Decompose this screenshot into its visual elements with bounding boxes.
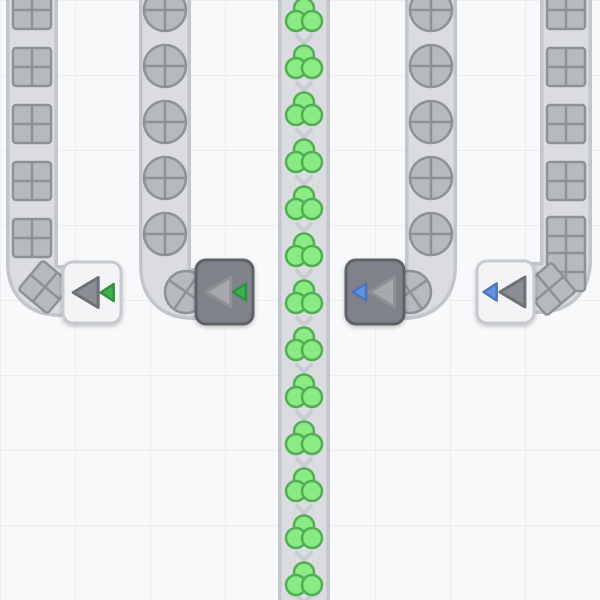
machine-2-dark-green[interactable] [194, 258, 255, 326]
item-gray-circle [142, 0, 188, 33]
belt-direction-chevron-icon [295, 551, 313, 562]
item-green-cluster [284, 44, 324, 80]
machine-1-light-green[interactable] [61, 260, 123, 325]
item-gray-circle [142, 99, 188, 145]
item-gray-square [11, 46, 53, 88]
item-gray-circle [142, 43, 188, 89]
item-gray-circle [408, 155, 454, 201]
filter-triangle-icon [99, 282, 115, 303]
item-gray-square [11, 103, 53, 145]
arrow-left-icon [204, 275, 233, 309]
item-gray-square [18, 260, 72, 314]
filter-triangle-icon [351, 282, 368, 302]
belt-direction-chevron-icon [295, 128, 313, 139]
item-gray-circle [408, 99, 454, 145]
item-green-cluster [284, 279, 324, 315]
belt-direction-chevron-icon [295, 363, 313, 374]
item-green-cluster [284, 514, 324, 550]
item-gray-square [545, 46, 587, 88]
belt-direction-chevron-icon [295, 175, 313, 186]
item-green-cluster [284, 373, 324, 409]
belt-direction-chevron-icon [295, 222, 313, 233]
item-green-cluster [284, 185, 324, 221]
item-green-cluster [284, 232, 324, 268]
belt-direction-chevron-icon [295, 81, 313, 92]
item-gray-square [545, 0, 587, 31]
item-green-cluster [284, 0, 324, 33]
belt-direction-chevron-icon [295, 410, 313, 421]
arrow-left-icon [368, 275, 397, 309]
item-gray-square [545, 215, 587, 257]
filter-triangle-icon [231, 282, 248, 302]
item-green-cluster [284, 91, 324, 127]
item-gray-circle [142, 155, 188, 201]
item-gray-square [545, 103, 587, 145]
filter-triangle-icon [482, 282, 498, 302]
item-green-cluster [284, 561, 324, 597]
item-gray-square [545, 160, 587, 202]
item-gray-square [11, 160, 53, 202]
arrow-left-icon [71, 276, 100, 309]
belt-direction-chevron-icon [295, 316, 313, 327]
item-gray-circle [408, 211, 454, 257]
machine-3-dark-blue[interactable] [344, 258, 406, 326]
belt-direction-chevron-icon [295, 34, 313, 45]
item-gray-circle [142, 211, 188, 257]
item-gray-square [11, 0, 53, 31]
item-gray-square [11, 217, 53, 259]
machine-4-light-blue[interactable] [475, 259, 536, 325]
item-green-cluster [284, 420, 324, 456]
item-gray-circle [408, 43, 454, 89]
belt-direction-chevron-icon [295, 504, 313, 515]
belt-direction-chevron-icon [295, 594, 313, 600]
belt-direction-chevron-icon [295, 457, 313, 468]
item-green-cluster [284, 326, 324, 362]
item-gray-circle [408, 0, 454, 33]
item-green-cluster [284, 138, 324, 174]
arrow-left-icon [498, 275, 527, 309]
item-green-cluster [284, 467, 324, 503]
belt-direction-chevron-icon [295, 269, 313, 280]
